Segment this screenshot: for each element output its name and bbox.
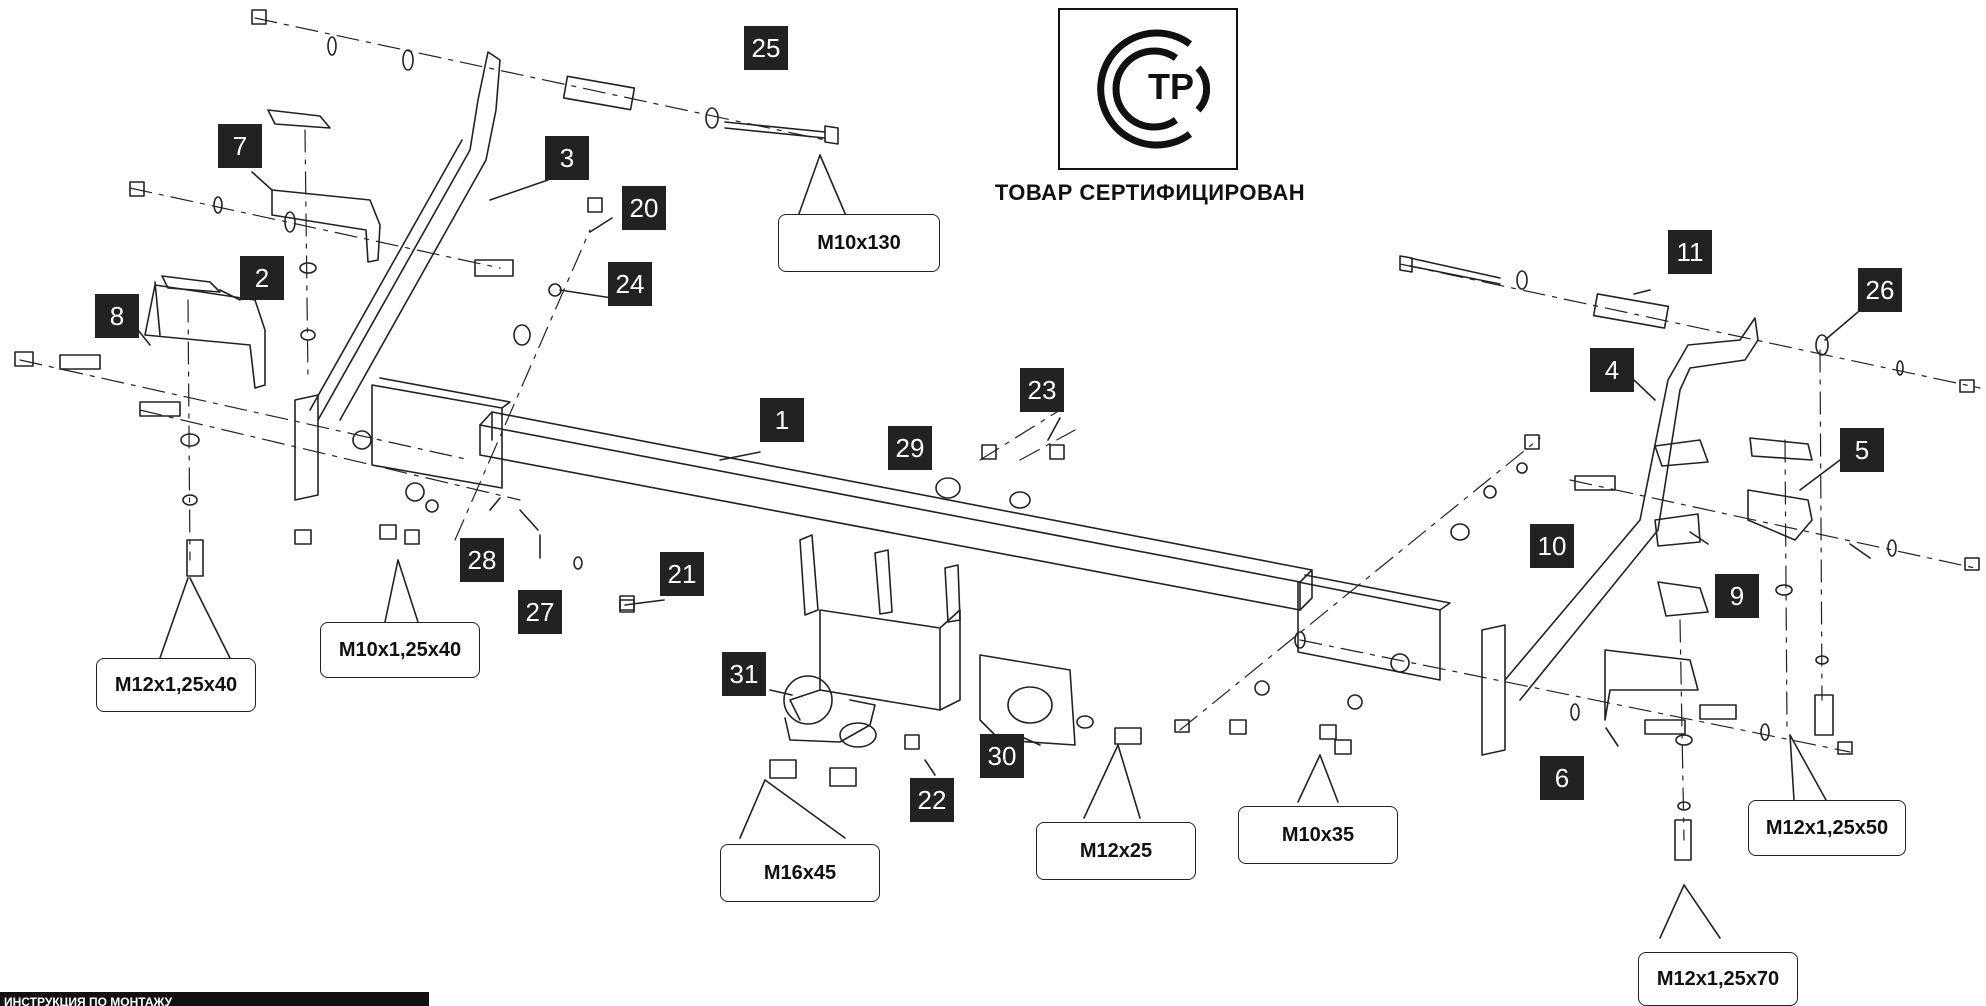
fastener-label-m10x1-25x40: M10x1,25x40 [320, 622, 480, 678]
fastener-label-m10x35: M10x35 [1238, 806, 1398, 864]
fastener-label-m10x130: M10x130 [778, 214, 940, 272]
fastener-label-m12x1-25x40-left: M12x1,25x40 [96, 658, 256, 712]
part-label-7: 7 [218, 124, 262, 168]
part-label-5: 5 [1840, 428, 1884, 472]
section-header: ИНСТРУКЦИЯ ПО МОНТАЖУ [0, 992, 429, 1006]
part-label-20: 20 [622, 186, 666, 230]
certificate-logo-letters: ТР [1148, 66, 1195, 107]
certificate-caption: ТОВАР СЕРТИФИЦИРОВАН [994, 180, 1306, 205]
fastener-label-m12x1-25x70: M12x1,25x70 [1638, 952, 1798, 1006]
part-label-8: 8 [95, 294, 139, 338]
part-label-11: 11 [1668, 230, 1712, 274]
part-label-9: 9 [1715, 574, 1759, 618]
part-label-10: 10 [1530, 524, 1574, 568]
part-label-30: 30 [980, 734, 1024, 778]
part-label-1: 1 [760, 398, 804, 442]
part-label-22: 22 [910, 778, 954, 822]
certificate-logo: ТР [1058, 8, 1238, 170]
part-label-31: 31 [722, 652, 766, 696]
certification-mark-icon [1097, 29, 1211, 149]
part-label-2: 2 [240, 256, 284, 300]
part-label-28: 28 [460, 538, 504, 582]
part-label-4: 4 [1590, 348, 1634, 392]
part-label-24: 24 [608, 262, 652, 306]
fastener-label-m12x25: M12x25 [1036, 822, 1196, 880]
part-label-6: 6 [1540, 756, 1584, 800]
fastener-label-m12x1-25x50: M12x1,25x50 [1748, 800, 1906, 856]
part-label-27: 27 [518, 590, 562, 634]
part-label-26: 26 [1858, 268, 1902, 312]
part-label-23: 23 [1020, 368, 1064, 412]
part-label-25: 25 [744, 26, 788, 70]
part-label-21: 21 [660, 552, 704, 596]
part-label-3: 3 [545, 136, 589, 180]
part-label-29: 29 [888, 426, 932, 470]
fastener-label-m16x45: M16x45 [720, 844, 880, 902]
